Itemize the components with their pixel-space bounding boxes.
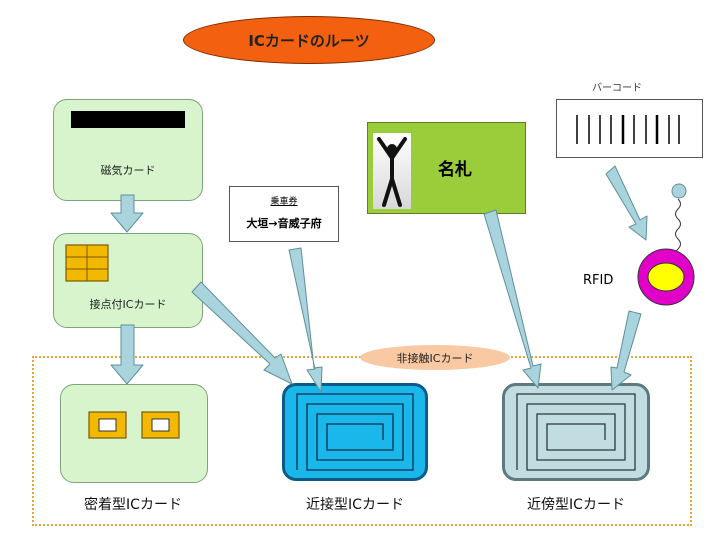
contactless-label-bubble: 非接触ICカード xyxy=(360,345,510,370)
contact-ic-card-label: 接点付ICカード xyxy=(89,298,167,311)
magnetic-card: 磁気カード xyxy=(53,99,203,201)
nameplate-card: 名札 xyxy=(367,122,526,214)
proximity-card xyxy=(282,383,428,481)
nameplate-label: 名札 xyxy=(438,160,472,180)
vicinity-antenna-icon xyxy=(516,393,636,471)
vicinity-card xyxy=(502,383,650,481)
close-coupling-card xyxy=(60,384,208,483)
person-photo-icon xyxy=(373,133,411,209)
barcode-icon xyxy=(576,115,680,144)
barcode-label: バーコード xyxy=(592,83,642,94)
ic-chip-icon xyxy=(65,244,109,282)
title-text: ICカードのルーツ xyxy=(248,31,370,50)
magnetic-stripe xyxy=(71,111,185,128)
rfid-tag-icon xyxy=(637,183,695,306)
barcode-card xyxy=(556,99,703,158)
contact-pads-icon xyxy=(88,411,180,439)
rfid-label: RFID xyxy=(583,273,614,288)
vicinity-card-label: 近傍型ICカード xyxy=(527,497,625,513)
magnetic-card-label: 磁気カード xyxy=(100,164,156,177)
close-coupling-card-label: 密着型ICカード xyxy=(84,497,182,513)
proximity-card-label: 近接型ICカード xyxy=(306,497,404,513)
diagram-title: ICカードのルーツ xyxy=(183,16,435,64)
arrow-barcode-to-rfid xyxy=(605,165,648,241)
contactless-label: 非接触ICカード xyxy=(396,351,474,365)
proximity-antenna-icon xyxy=(296,393,414,471)
contact-ic-card: 接点付ICカード xyxy=(53,233,203,328)
train-ticket: 乗車券 大垣→音威子府 xyxy=(229,186,339,242)
ticket-route: 大垣→音威子府 xyxy=(246,217,322,230)
ticket-header: 乗車券 xyxy=(270,197,298,207)
